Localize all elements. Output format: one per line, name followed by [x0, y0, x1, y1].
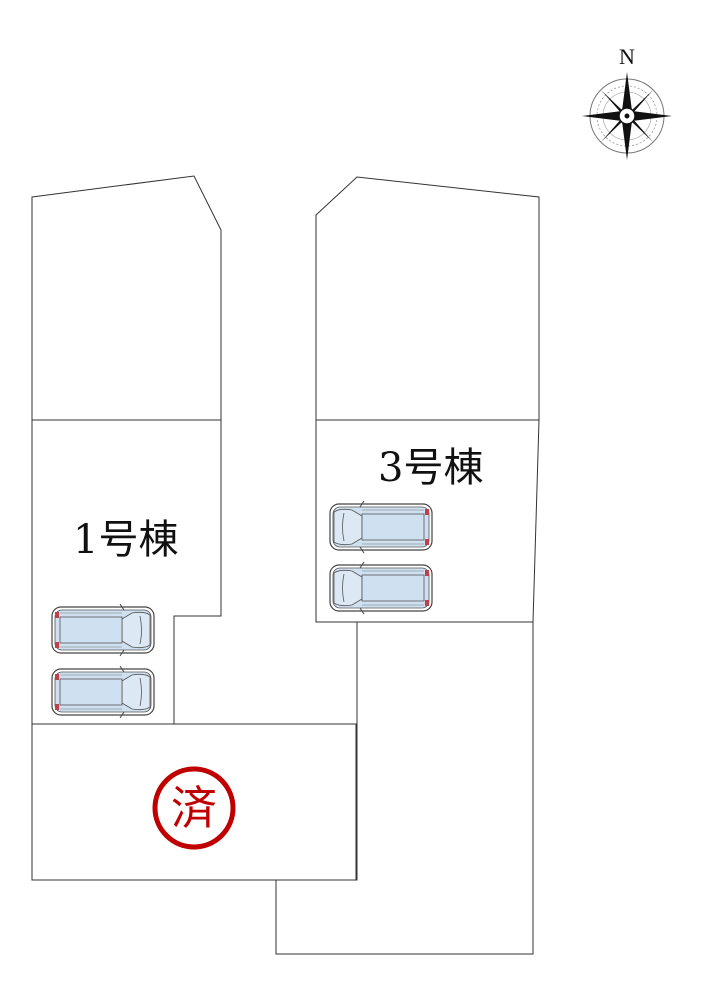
car-icon	[51, 665, 155, 719]
sold-stamp: 済	[152, 766, 236, 850]
car-icon	[51, 603, 155, 657]
lot-bottom-right	[275, 621, 534, 955]
lot-right-top	[315, 176, 540, 421]
lot-3-label: 3号棟	[378, 445, 483, 491]
compass-icon: N	[582, 44, 672, 160]
car-icon	[329, 561, 433, 615]
sold-stamp-text: 済	[171, 781, 217, 835]
car-icon	[329, 500, 433, 554]
lot-1-label: 1号棟	[73, 517, 178, 563]
lot-left-top	[31, 175, 222, 421]
north-label: N	[619, 44, 635, 69]
